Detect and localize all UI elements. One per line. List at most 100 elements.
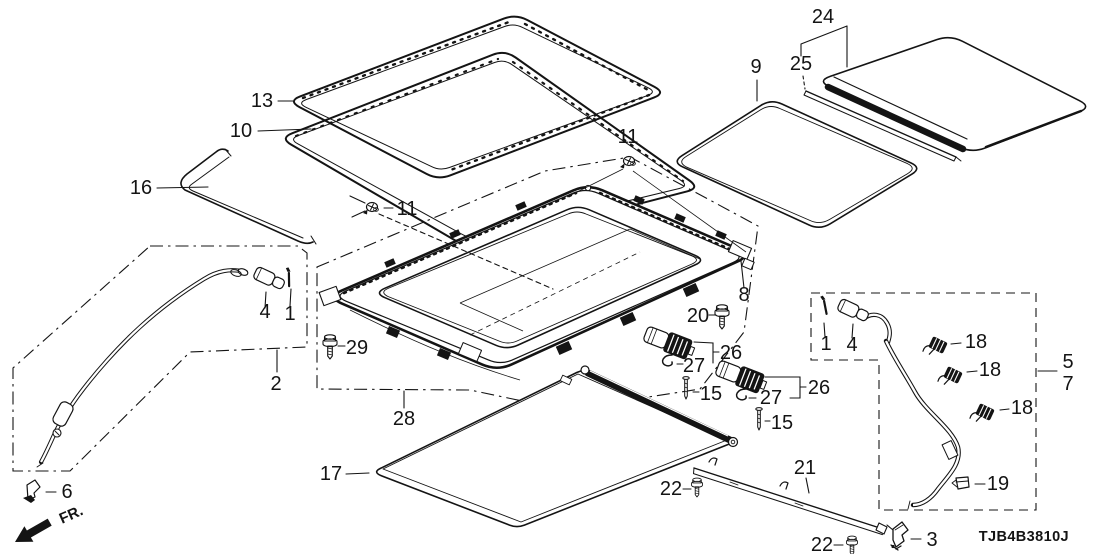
callout-28-label: 28 bbox=[393, 408, 415, 430]
callout-27-b: 27 bbox=[748, 387, 782, 409]
diagram-code: TJB4B3810J bbox=[979, 529, 1069, 545]
callout-13-label: 13 bbox=[251, 90, 273, 112]
callout-26-b: 26 bbox=[764, 376, 830, 399]
callout-10: 10 bbox=[230, 120, 312, 142]
callout-28: 28 bbox=[393, 390, 415, 430]
callout-18-2-label: 18 bbox=[979, 359, 1001, 381]
callout-9-label: 9 bbox=[750, 56, 761, 78]
callout-15-a-label: 15 bbox=[700, 383, 722, 405]
callout-11-left: 11 bbox=[349, 195, 554, 290]
callout-13: 13 bbox=[251, 90, 294, 112]
callout-24: 24 bbox=[800, 6, 848, 68]
part-27-hook-b bbox=[735, 386, 749, 401]
callout-27-a-label: 27 bbox=[683, 355, 705, 377]
part-20-bolt bbox=[714, 304, 730, 330]
callout-9: 9 bbox=[750, 56, 762, 102]
fr-direction-indicator: FR. bbox=[15, 502, 86, 542]
callout-18-1: 18 bbox=[950, 331, 987, 353]
part-2-drain-tube-left bbox=[36, 268, 249, 468]
callout-4-left-label: 4 bbox=[259, 301, 270, 323]
part-22-screw-right bbox=[846, 535, 858, 554]
part-4-tube-joint-left bbox=[251, 265, 287, 292]
part-9-sunshade-glass bbox=[676, 101, 918, 228]
callout-22-left-label: 22 bbox=[660, 478, 682, 500]
callout-2: 2 bbox=[270, 349, 282, 395]
callout-22-left: 22 bbox=[660, 478, 692, 500]
callout-11-top-label: 11 bbox=[618, 126, 639, 148]
callout-20-label: 20 bbox=[687, 305, 709, 327]
callout-18-3: 18 bbox=[999, 397, 1033, 419]
callout-15-b-label: 15 bbox=[771, 412, 793, 434]
callout-1-right: 1 bbox=[820, 322, 832, 355]
part-17-sunshade bbox=[375, 365, 739, 528]
callout-21: 21 bbox=[794, 457, 816, 494]
callout-1-left-label: 1 bbox=[284, 303, 295, 325]
callout-18-3-label: 18 bbox=[1011, 397, 1033, 419]
callout-18-2: 18 bbox=[966, 359, 1001, 381]
callout-20: 20 bbox=[687, 305, 717, 327]
part-24-roof-glass bbox=[822, 36, 1087, 153]
callout-10-label: 10 bbox=[230, 120, 252, 142]
part-22-screw-left bbox=[691, 477, 703, 498]
part-4-tube-joint-right bbox=[835, 297, 871, 324]
callout-4-right: 4 bbox=[846, 323, 858, 356]
callout-29-label: 29 bbox=[346, 337, 368, 359]
callout-7-label: 7 bbox=[1062, 373, 1073, 395]
callout-8-label: 8 bbox=[738, 284, 749, 306]
part-6-clip bbox=[22, 479, 41, 504]
callout-29: 29 bbox=[337, 337, 368, 359]
callout-26-a-label: 26 bbox=[720, 342, 742, 364]
fr-arrow-icon bbox=[15, 518, 52, 542]
callout-27-b-label: 27 bbox=[760, 387, 782, 409]
part-19-clip bbox=[951, 476, 970, 490]
callout-17: 17 bbox=[320, 463, 370, 485]
part-15-bolt-a bbox=[682, 376, 690, 400]
part-5-7-drain-tube-right bbox=[860, 312, 961, 510]
part-10-roof-seal bbox=[284, 51, 696, 247]
callout-19-label: 19 bbox=[987, 473, 1009, 495]
part-28-sunroof-frame bbox=[318, 184, 755, 381]
callout-8: 8 bbox=[738, 260, 750, 306]
part-15-bolt-b bbox=[755, 407, 763, 431]
callouts: 13 10 16 11 11 9 24 25 bbox=[45, 6, 1074, 554]
group-box-part-28 bbox=[316, 156, 759, 411]
part-18-clip-2 bbox=[937, 364, 964, 390]
callout-5-7: 5 7 bbox=[1037, 351, 1074, 395]
group-box-part-5-7 bbox=[810, 292, 1037, 511]
callout-15-a: 15 bbox=[692, 383, 722, 405]
callout-25-label: 25 bbox=[790, 53, 812, 75]
callout-26-a: 26 bbox=[693, 341, 742, 364]
part-18-clip-1 bbox=[922, 334, 949, 360]
part-27-hook-a bbox=[661, 352, 675, 367]
part-1-pin-right bbox=[819, 294, 828, 316]
part-3-clip bbox=[890, 521, 909, 551]
callout-22-right-label: 22 bbox=[811, 534, 833, 554]
callout-26-b-label: 26 bbox=[808, 377, 830, 399]
fr-label: FR. bbox=[57, 502, 86, 527]
frame-corner-brackets bbox=[318, 184, 755, 362]
callout-11-left-label: 11 bbox=[397, 198, 418, 220]
callout-4-left: 4 bbox=[259, 291, 271, 323]
part-18-clip-3 bbox=[969, 401, 996, 427]
part-11-screw-left bbox=[362, 201, 379, 216]
callout-1-left: 1 bbox=[284, 288, 296, 325]
part-21-rail bbox=[693, 457, 894, 536]
callout-3-label: 3 bbox=[926, 529, 937, 551]
callout-22-right: 22 bbox=[811, 534, 844, 554]
callout-27-a: 27 bbox=[676, 355, 705, 377]
callout-17-label: 17 bbox=[320, 463, 342, 485]
group-box-part-2 bbox=[12, 245, 308, 472]
callout-1-right-label: 1 bbox=[820, 333, 831, 355]
callout-21-label: 21 bbox=[794, 457, 816, 479]
part-29-bolt bbox=[322, 334, 338, 360]
callout-11-top: 11 bbox=[566, 126, 747, 253]
callout-15-b: 15 bbox=[764, 412, 793, 434]
part-13-glass-seal bbox=[292, 15, 662, 179]
callout-6: 6 bbox=[45, 481, 73, 503]
callout-19: 19 bbox=[974, 473, 1009, 495]
part-1-pin-left bbox=[282, 266, 293, 288]
callout-24-label: 24 bbox=[812, 6, 834, 28]
callout-5-label: 5 bbox=[1062, 351, 1073, 373]
